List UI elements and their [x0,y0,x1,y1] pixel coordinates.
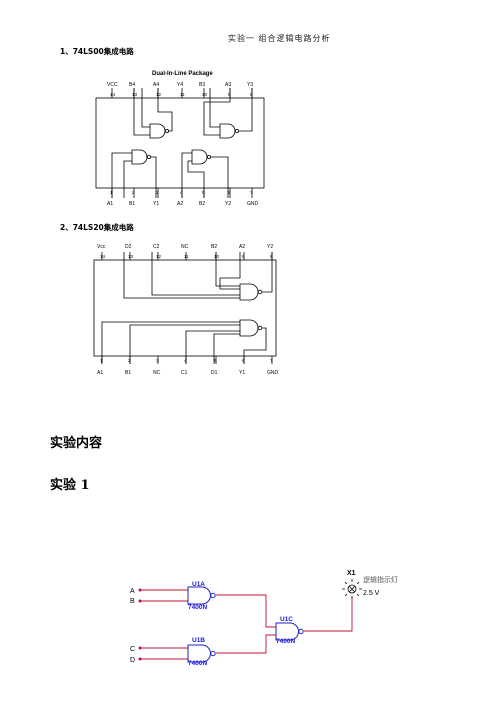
chip1-bottom-pin-label: GND [247,201,259,207]
gate-ref-u1b: U1B [192,637,205,644]
chip2-top-pin-number: 8 [270,254,273,259]
lamp-label: 逻辑指示灯 [363,575,398,584]
chip1-bottom-pin-number: 4 [180,190,183,195]
chip2-top-pin-number: 14 [100,254,106,259]
chip2-bottom-pin-number: 3 [156,358,159,363]
lamp-ref: X1 [347,570,356,577]
nand-gate-u1c [275,622,299,641]
gate-part-u1a: 7400N [188,604,207,611]
page-header: 实验一 组合逻辑电路分析 [228,34,331,43]
package-label: Dual-In-Line Package [152,71,213,77]
chip1-bottom-pin-label: A2 [177,201,183,207]
chip1-bottom-pin-number: 3 [156,190,159,195]
chip1-bottom-pin-number: 7 [250,190,253,195]
chip2-bottom-pin-number: 1 [100,358,103,363]
chip2-bottom-pin-number: 4 [184,358,187,363]
chip2-top-pin-number: 10 [214,254,220,259]
chip1-bottom-pin-label: A1 [107,201,113,207]
heading-experiment-1: 实验 1 [50,478,90,493]
chip1-top-pin-number: 13 [132,92,138,97]
chip2-top-pin-number: 13 [128,254,134,259]
chip2-bottom-pin-label: GND [267,370,279,376]
chip1-top-pin-label: A3 [225,82,231,88]
chip1-body [95,97,265,189]
chip2-bottom-pin-number: 2 [128,358,131,363]
nand-gate-2 [191,149,208,165]
chip2-top-pin-label: A2 [239,244,245,250]
gate-part-u1c: 7400N [276,638,295,645]
chip2-bottom-pin-label: A1 [97,370,103,376]
chip1-top-pin-label: Y3 [247,82,253,88]
section-74ls20: 2、74LS20集成电路 [60,223,134,232]
chip1-top-pin-number: 12 [156,92,162,97]
chip1-top-pin-number: 10 [202,92,208,97]
nand-gate-u1a [187,586,211,605]
heading-experiment-content: 实验内容 [50,436,103,451]
chip2-body [93,259,277,357]
gate-ref-u1c: U1C [280,616,293,623]
chip2-top-pin-number: 11 [184,254,189,259]
chip1-top-pin-number: 9 [228,92,231,97]
chip2-bottom-pin-label: Y1 [239,370,245,376]
chip1-bottom-pin-number: 1 [110,190,113,195]
chip2-bottom-pin-number: 7 [270,358,273,363]
chip2-bottom-pin-label: D1 [211,370,218,376]
chip1-bottom-pin-number: 6 [228,190,231,195]
nand-gate-1 [131,149,148,165]
chip1-bottom-pin-label: B2 [199,201,205,207]
chip2-top-pin-label: B2 [211,244,217,250]
input-label-b: B [130,598,135,605]
chip2-top-pin-label: D2 [125,244,132,250]
chip1-bottom-pin-number: 5 [202,190,205,195]
chip2-bottom-pin-number: 6 [242,358,245,363]
nand-gate-u1b [187,644,211,663]
chip-74ls20-diagram: Vcc14D213C212NC11B210A29Y28 A11B12NC3C14… [93,244,279,376]
chip1-top-pin-label: Y4 [177,82,183,88]
gate-part-u1b: 7400N [188,660,207,667]
nand4-gate-1 [239,319,259,337]
chip1-top-pin-number: 8 [250,92,253,97]
chip1-top-pin-label: VCC [107,82,118,88]
circuit-wires [140,589,353,660]
nand-gate-3 [219,123,236,139]
chip1-top-pin-label: B3 [199,82,205,88]
input-label-d: D [130,657,135,664]
circuit-schematic: A B C D U1A 7400N U1B 7400N U1C 7400N X1… [130,570,398,667]
chip2-bottom-pin-label: B1 [125,370,131,376]
chip2-top-pin-label: NC [181,244,189,250]
chip1-bottom-pin-number: 2 [132,190,135,195]
chip2-top-pin-number: 12 [156,254,162,259]
chip2-bottom-pin-label: NC [153,370,161,376]
lamp-voltage: 2.5 V [363,590,380,597]
chip1-bottom-pin-label: Y2 [225,201,231,207]
chip2-top-pin-label: C2 [153,244,160,250]
chip1-bottom-pin-label: Y1 [153,201,159,207]
nand4-gate-2 [239,283,259,301]
chip2-bottom-pin-label: C1 [181,370,188,376]
chip-74ls00-diagram: Dual-In-Line Package VCC14B413A412Y411B3… [95,71,265,207]
chip2-top-pin-label: Vcc [97,244,106,250]
chip2-bottom-pin-number: 5 [214,358,217,363]
nand-gate-4 [149,123,166,139]
input-label-c: C [130,646,135,653]
chip2-top-pin-number: 9 [242,254,245,259]
gate-ref-u1a: U1A [192,581,205,588]
input-label-a: A [130,588,135,595]
chip2-top-pin-label: Y2 [267,244,273,250]
chip1-top-pin-label: B4 [129,82,135,88]
chip1-top-pin-label: A4 [153,82,159,88]
chip1-top-pin-number: 11 [180,92,185,97]
lamp-icon [342,579,362,599]
section-74ls00: 1、74LS00集成电路 [60,47,134,56]
chip1-bottom-pin-label: B1 [129,201,135,207]
chip1-top-pin-number: 14 [110,92,116,97]
